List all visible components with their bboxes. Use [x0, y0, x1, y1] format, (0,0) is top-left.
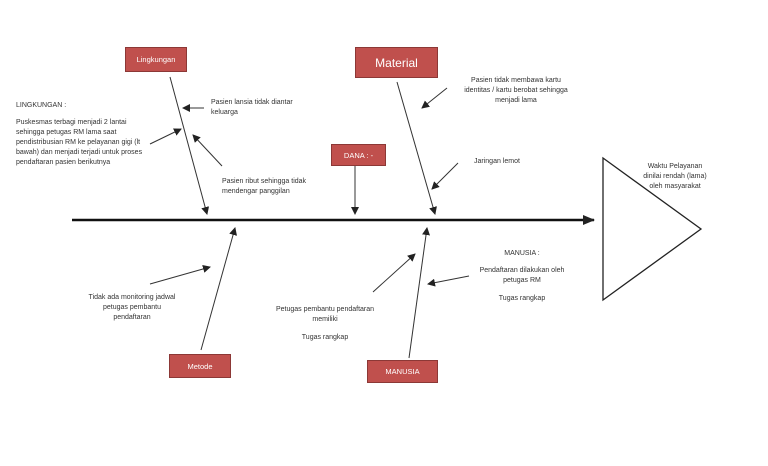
category-box-metode: Metode: [169, 354, 231, 378]
arrow-ribut: [192, 134, 223, 167]
bone-manusia: [408, 227, 431, 359]
cause-tugas-rangkap-1: Tugas rangkap: [301, 334, 349, 341]
cause-tugas-rangkap-2: Tugas rangkap: [498, 295, 546, 302]
cause-manusia-detail: Pendaftaran dilakukan oleh petugas RM: [479, 267, 565, 284]
cause-lingkungan-detail: Puskesmas terbagi menjadi 2 lantai sehin…: [16, 119, 143, 166]
arrow-jaringan: [431, 162, 459, 190]
bone-material: [396, 81, 437, 215]
arrow-petugas-pembantu: [372, 253, 416, 293]
category-box-lingkungan: Lingkungan: [125, 47, 187, 72]
arrow-manusia-detail: [427, 275, 470, 287]
cause-lansia: Pasien lansia tidak diantar keluarga: [211, 99, 293, 116]
arrow-monitoring: [149, 265, 211, 285]
cause-monitoring: Tidak ada monitoring jadwal petugas pemb…: [88, 294, 176, 321]
arrow-lingkungan-detail: [149, 128, 182, 145]
cause-petugas-pembantu: Petugas pembantu pendaftaran memiliki: [275, 306, 375, 323]
bone-metode: [200, 227, 237, 351]
category-box-dana: DANA : -: [331, 144, 386, 166]
cause-manusia-header: MANUSIA :: [504, 250, 540, 257]
cause-lingkungan-header: LINGKUNGAN :: [16, 102, 67, 109]
arrow-kartu: [421, 87, 448, 109]
cause-ribut: Pasien ribut sehingga tidak mendengar pa…: [222, 178, 307, 195]
cause-jaringan: Jaringan lemot: [474, 158, 520, 165]
effect-text: Waktu Pelayanan dinilai rendah (lama) ol…: [643, 163, 707, 190]
cause-kartu: Pasien tidak membawa kartu identitas / k…: [464, 77, 568, 104]
bone-lingkungan: [169, 76, 210, 215]
category-box-manusia: MANUSIA: [367, 360, 438, 383]
effect-head-triangle: [602, 156, 703, 302]
category-box-material: Material: [355, 47, 438, 78]
